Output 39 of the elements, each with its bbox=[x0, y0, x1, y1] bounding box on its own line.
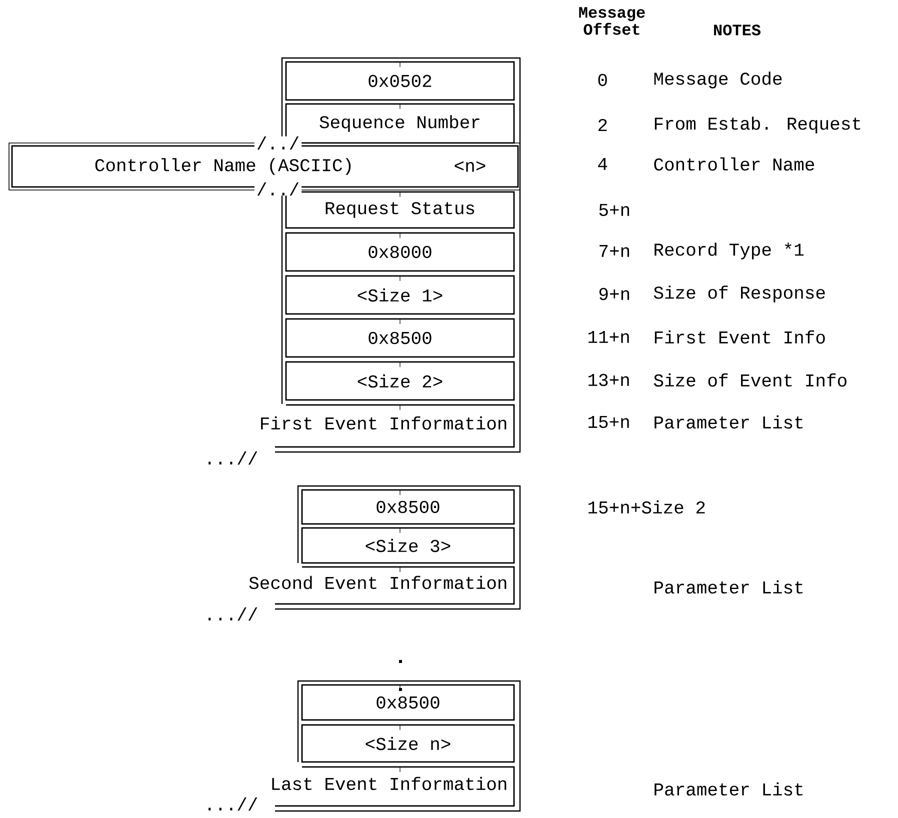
field-box: <Size n> bbox=[301, 724, 515, 763]
break-mark: /../ bbox=[254, 136, 302, 150]
offset-value: 15+n bbox=[588, 416, 629, 428]
note-text: Record Type *1 bbox=[654, 242, 804, 260]
column-header: Message Offset bbox=[579, 7, 645, 35]
offset-value: 13+n bbox=[588, 374, 629, 386]
field-box: 0x8500 bbox=[285, 318, 515, 358]
field-box: <Size 2> bbox=[285, 361, 515, 401]
note-text: From Estab. Request bbox=[654, 116, 860, 134]
continuation-mark: ...// bbox=[208, 607, 258, 621]
offset-value: 9+n bbox=[599, 288, 630, 300]
note-text: Parameter List bbox=[654, 580, 803, 594]
note-text: Size of Response bbox=[654, 286, 825, 302]
column-header: NOTES bbox=[714, 24, 760, 36]
offset-value: 5+n bbox=[599, 204, 630, 216]
field-box: First Event Information bbox=[261, 404, 515, 448]
offset-value: 0 bbox=[598, 74, 607, 86]
note-text: Size of Event Info bbox=[654, 373, 846, 387]
offset-value: 7+n bbox=[600, 245, 630, 257]
break-mark: /../ bbox=[254, 182, 302, 196]
field-box: <Size 1> bbox=[285, 275, 515, 315]
field-box: 0x8500 bbox=[301, 684, 515, 721]
note-text: Parameter List bbox=[654, 415, 803, 429]
offset-value: 2 bbox=[598, 118, 607, 131]
continuation-mark: ...// bbox=[208, 451, 258, 465]
offset-value: 11+n bbox=[588, 331, 629, 343]
note-text: Message Code bbox=[654, 72, 782, 88]
continuation-mark: ...// bbox=[208, 797, 258, 811]
offset-value: 4 bbox=[598, 158, 608, 170]
field-box: 0x8500 bbox=[301, 489, 515, 525]
field-box: Last Event Information bbox=[272, 766, 515, 807]
note-text: Parameter List bbox=[654, 782, 803, 796]
note-text: Controller Name bbox=[654, 157, 814, 171]
offset-value: 15+n+Size 2 bbox=[588, 500, 705, 514]
note-text: First Event Info bbox=[654, 330, 825, 344]
field-box: 0x0502 bbox=[285, 61, 515, 101]
field-box: Second Event Information bbox=[249, 566, 515, 605]
field-box: 0x8000 bbox=[285, 232, 515, 272]
field-box: <Size 3> bbox=[301, 527, 515, 564]
